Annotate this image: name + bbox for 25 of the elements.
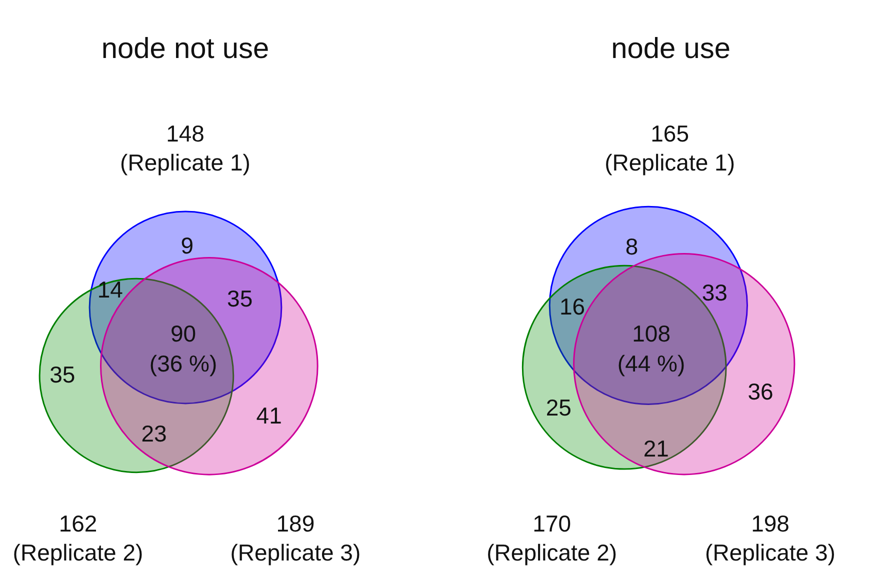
count-label: 33 <box>700 279 728 308</box>
count-label: 16 <box>558 292 586 322</box>
count-label: 35 <box>48 361 76 390</box>
set-caption: 148 (Replicate 1) <box>119 119 252 177</box>
count-label: 25 <box>544 393 572 422</box>
count-label: 35 <box>226 284 254 314</box>
count-label: 9 <box>180 231 195 260</box>
set-caption: 189 (Replicate 3) <box>229 509 362 567</box>
set-caption: 198 (Replicate 3) <box>704 509 836 567</box>
count-label: 41 <box>255 402 283 431</box>
count-label: 36 <box>746 378 774 406</box>
count-label: 90 <box>170 320 198 349</box>
panel-title: node not use <box>100 32 270 67</box>
venn-circle <box>99 256 320 477</box>
panel-title: node use <box>610 32 732 67</box>
set-caption: 162 (Replicate 2) <box>12 509 144 567</box>
count-label: 21 <box>642 434 670 463</box>
percent-label: (36 %) <box>148 349 218 378</box>
percent-label: (44 %) <box>616 349 686 378</box>
set-caption: 170 (Replicate 2) <box>486 509 618 567</box>
count-label: 8 <box>624 232 640 262</box>
set-caption: 165 (Replicate 1) <box>604 119 736 177</box>
count-label: 14 <box>96 275 124 304</box>
count-label: 23 <box>140 420 168 448</box>
count-label: 108 <box>631 320 672 349</box>
